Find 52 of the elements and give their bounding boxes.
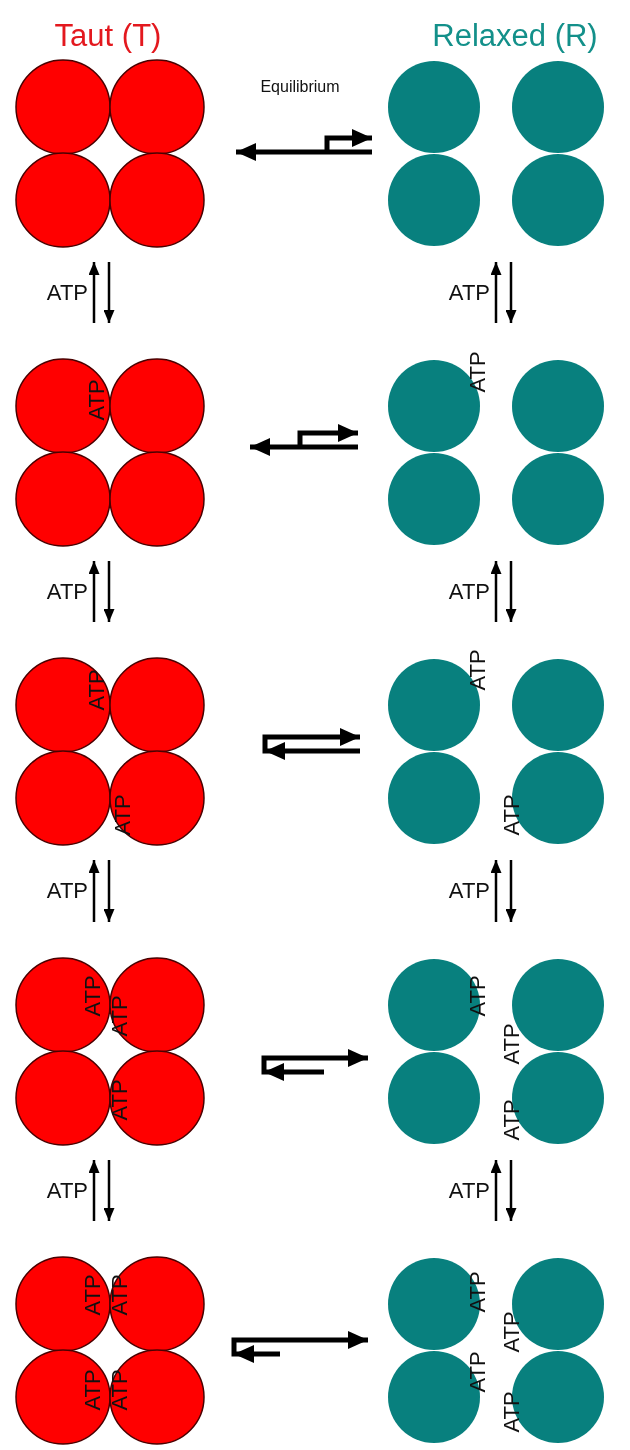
binding-label: ATP (467, 649, 489, 691)
binding-label: ATP (86, 379, 108, 421)
binding-label: ATP (109, 1274, 131, 1316)
arrow (490, 262, 502, 323)
binding-label: ATP (82, 975, 104, 1017)
arrow (490, 561, 502, 622)
arrow (505, 262, 517, 323)
binding-label: ATP (501, 794, 523, 836)
edge-label: ATP (448, 281, 490, 304)
binding-label: ATP (501, 1099, 523, 1141)
column-title: Relaxed (R) (432, 18, 598, 54)
binding-label: ATP (82, 1369, 104, 1411)
binding-label: ATP (112, 794, 134, 836)
binding-label: ATP (467, 351, 489, 393)
arrow (88, 1160, 100, 1221)
binding-label: ATP (109, 1369, 131, 1411)
edge-label: ATP (448, 580, 490, 603)
binding-label: ATP (467, 975, 489, 1017)
binding-label: ATP (467, 1271, 489, 1313)
binding-label: ATP (501, 1311, 523, 1353)
binding-label: ATP (501, 1023, 523, 1065)
arrow (103, 262, 115, 323)
arrow (88, 262, 100, 323)
binding-label: ATP (109, 995, 131, 1037)
arrow (103, 1160, 115, 1221)
arrow (250, 424, 361, 456)
arrow (490, 860, 502, 922)
binding-label: ATP (109, 1079, 131, 1121)
arrow (490, 1160, 502, 1221)
arrow (236, 129, 375, 161)
arrow (103, 561, 115, 622)
edge-label: ATP (46, 880, 88, 902)
arrow (88, 561, 100, 622)
edge-label: ATP (46, 580, 88, 603)
arrow (505, 860, 517, 922)
arrow (261, 1049, 368, 1081)
arrow (88, 860, 100, 922)
arrow (505, 561, 517, 622)
binding-label: ATP (86, 669, 108, 711)
arrow (262, 728, 363, 760)
binding-label: ATP (467, 1351, 489, 1393)
edge-label: ATP (46, 281, 88, 304)
edge-label: ATP (448, 880, 490, 902)
arrow (103, 860, 115, 922)
heading-label: Equilibrium (260, 78, 340, 96)
arrow (231, 1331, 368, 1363)
binding-label: ATP (501, 1391, 523, 1433)
edge-label: ATP (448, 1179, 490, 1202)
column-title: Taut (T) (54, 18, 162, 54)
edge-label: ATP (46, 1179, 88, 1202)
arrow (505, 1160, 517, 1221)
binding-label: ATP (82, 1274, 104, 1316)
